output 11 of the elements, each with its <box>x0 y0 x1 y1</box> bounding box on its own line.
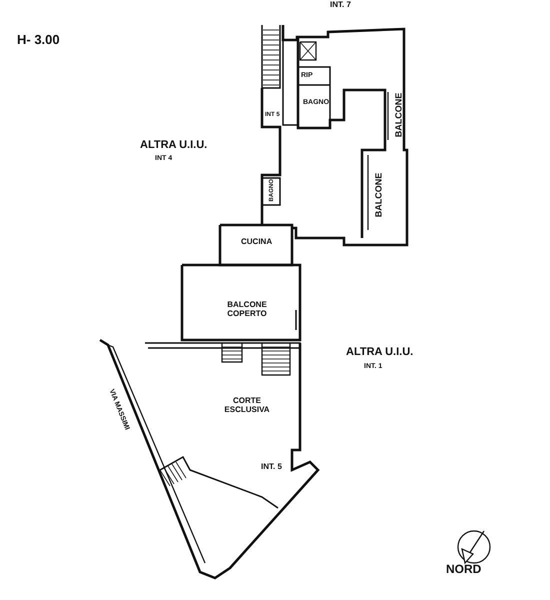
room-label: CUCINA <box>241 238 272 247</box>
unit-label: INT. 7 <box>330 1 351 10</box>
height-label: H- 3.00 <box>17 33 60 48</box>
north-label: NORD <box>446 563 482 576</box>
unit-label: INT. 5 <box>261 463 282 472</box>
neighbor-unit-label: ALTRA U.I.U. <box>140 139 208 152</box>
room-label: BALCONE <box>394 92 404 138</box>
neighbor-unit-label: ALTRA U.I.U. <box>346 346 414 358</box>
room-label: BALCONE <box>374 172 384 218</box>
room-label: CORTE ESCLUSIVA <box>223 397 271 415</box>
room-label: BALCONE COPERTO <box>226 301 268 319</box>
